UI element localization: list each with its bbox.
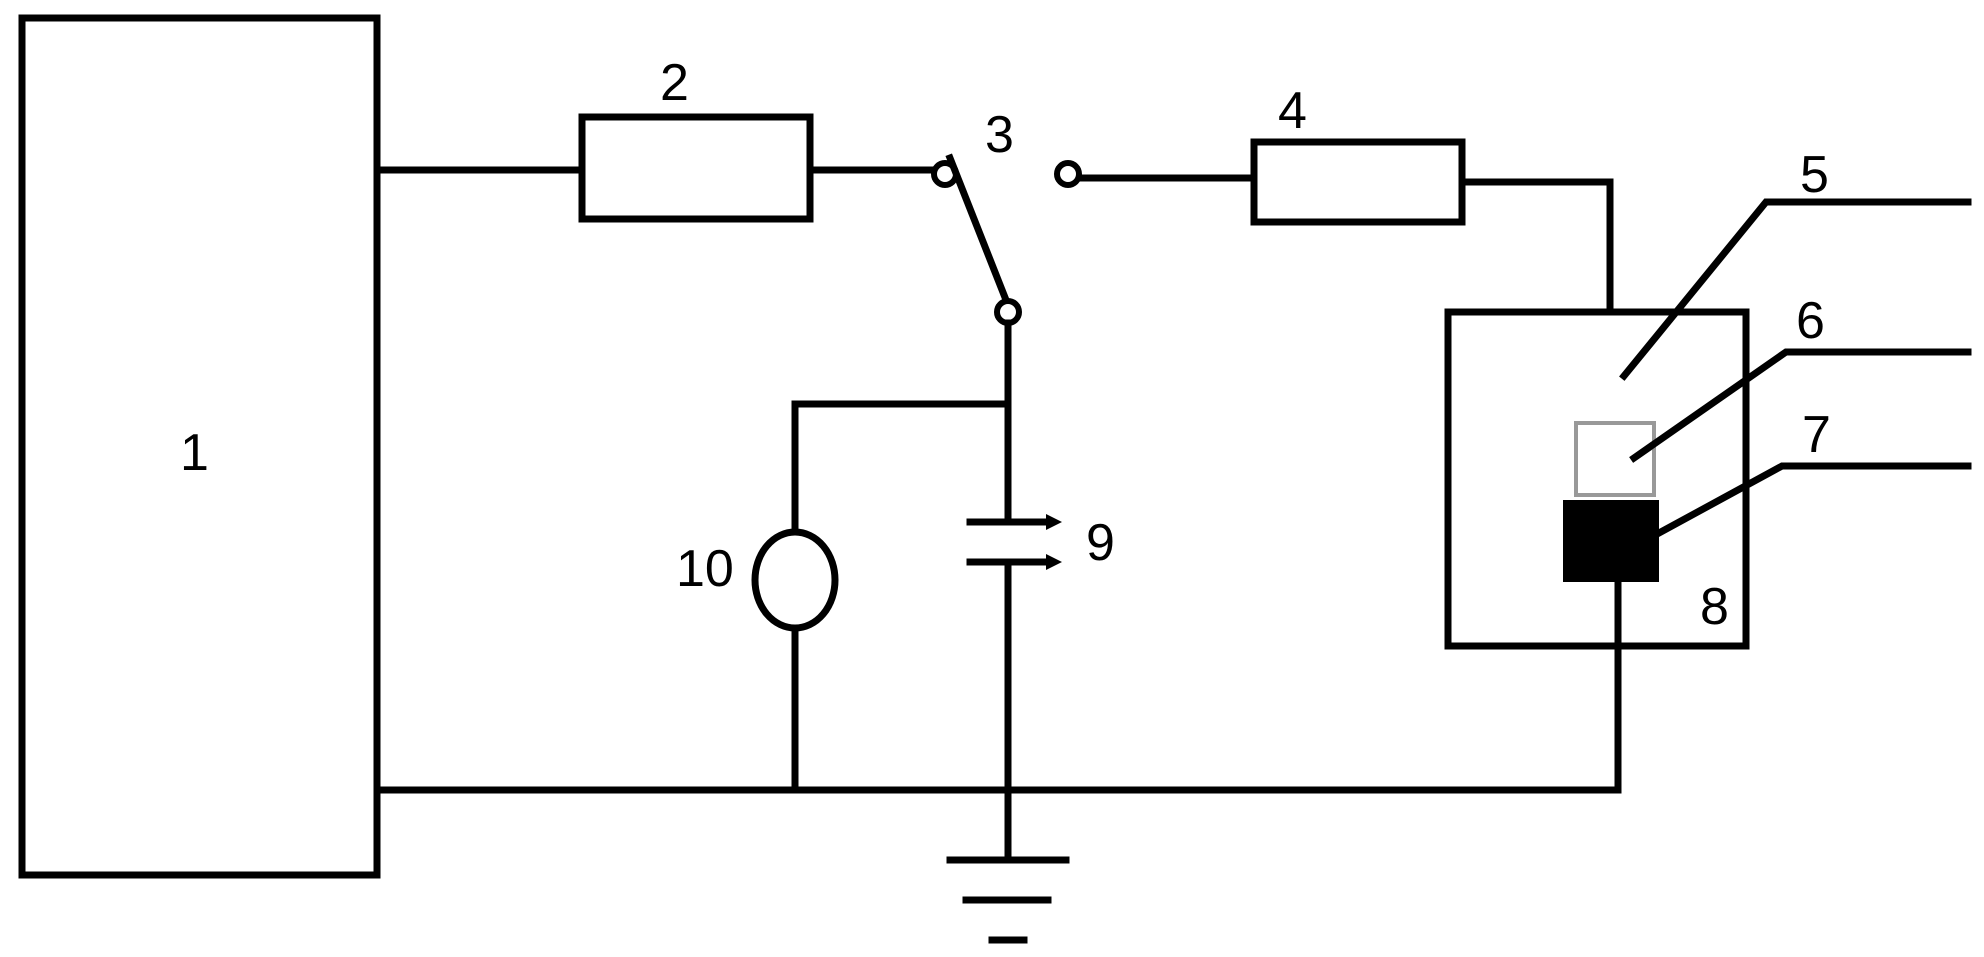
label-5: 5 (1800, 146, 1829, 204)
element-7 (1563, 500, 1659, 582)
switch-3-blade (945, 153, 1011, 305)
source-10 (751, 528, 839, 632)
label-6: 6 (1796, 292, 1825, 350)
label-4: 4 (1278, 82, 1307, 140)
wire-4-to-chamber (1458, 178, 1614, 369)
leader-6 (1629, 348, 1972, 463)
leader-5 (1619, 198, 1972, 381)
label-9: 9 (1086, 514, 1115, 572)
capacitor-9-arrow-bottom (1046, 554, 1062, 570)
capacitor-9-arrow-top (1046, 514, 1062, 530)
element-6 (1574, 421, 1656, 497)
switch-3-contact-right (1054, 160, 1082, 188)
wire-node-to-10 (791, 400, 1012, 536)
component-1-block (18, 14, 381, 879)
label-10: 10 (676, 540, 734, 598)
label-8: 8 (1700, 578, 1729, 636)
label-3: 3 (985, 106, 1014, 164)
label-2: 2 (660, 54, 689, 112)
label-1: 1 (180, 424, 209, 482)
resistor-4 (1250, 138, 1466, 226)
label-7: 7 (1802, 406, 1831, 464)
resistor-2 (578, 113, 814, 223)
leader-7 (1654, 462, 1972, 538)
